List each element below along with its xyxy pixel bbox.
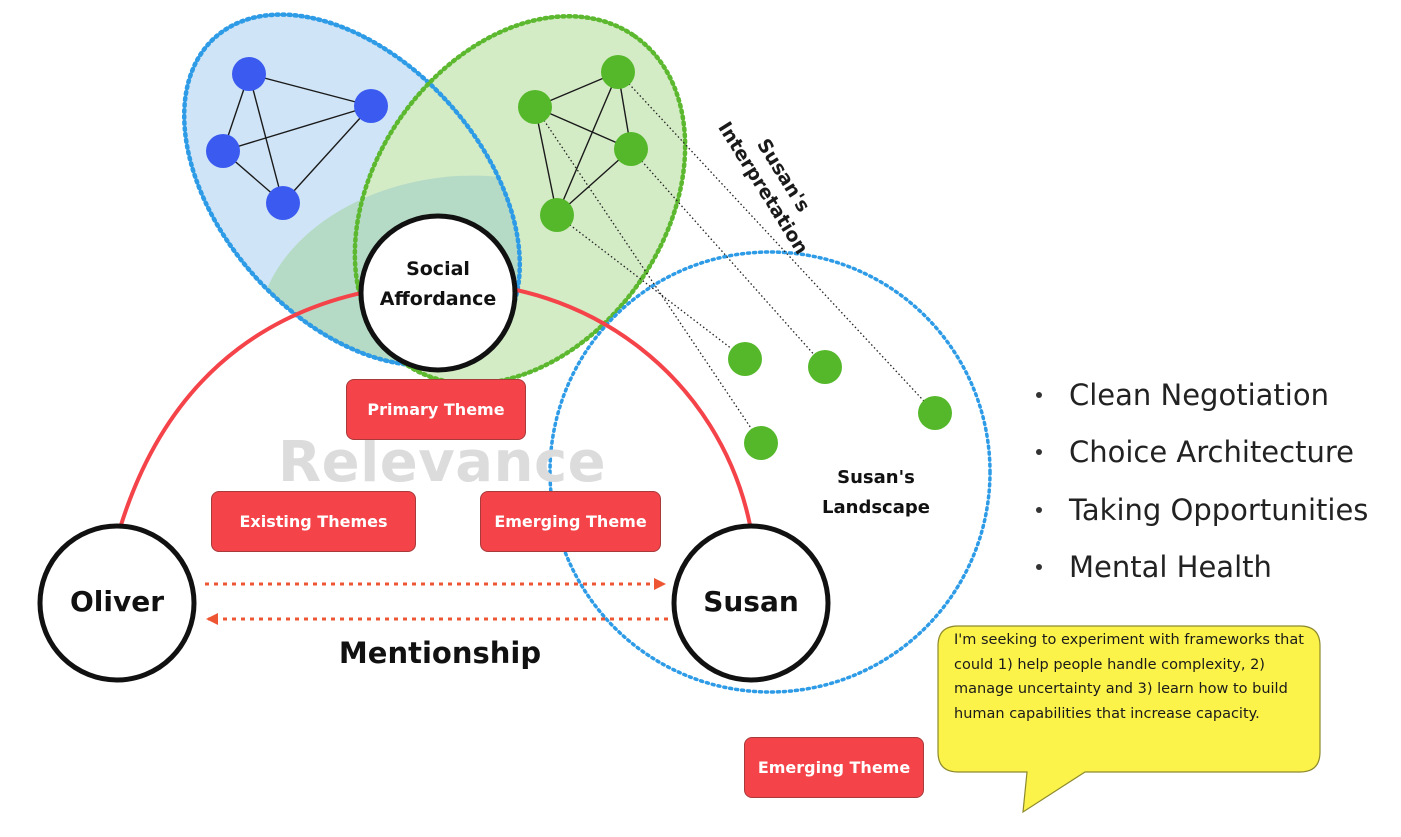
green-nodes bbox=[518, 55, 952, 460]
interpretation-lines bbox=[534, 71, 936, 444]
bullet-text: Mental Health bbox=[1069, 550, 1272, 585]
bullet-item: Taking Opportunities bbox=[1036, 481, 1368, 539]
primary-theme-tag[interactable]: Primary Theme bbox=[346, 379, 526, 440]
bullet-item: Clean Negotiation bbox=[1036, 366, 1368, 424]
note-text: I'm seeking to experiment with framework… bbox=[954, 632, 1304, 722]
emerging-theme-tag[interactable]: Emerging Theme bbox=[480, 491, 661, 552]
susan-label: Susan bbox=[703, 585, 799, 618]
bullet-item: Choice Architecture bbox=[1036, 424, 1368, 482]
relevance-label: Relevance bbox=[278, 430, 607, 495]
note-bubble bbox=[937, 625, 1321, 814]
social-affordance-line2: Affordance bbox=[379, 288, 497, 310]
green-node bbox=[918, 396, 952, 430]
blue-nodes bbox=[206, 57, 388, 220]
bullet-dot-icon bbox=[1036, 449, 1042, 456]
green-node bbox=[614, 132, 648, 166]
bullet-text: Choice Architecture bbox=[1069, 435, 1354, 470]
green-node bbox=[601, 55, 635, 89]
bullet-text: Clean Negotiation bbox=[1069, 377, 1329, 412]
oliver-label: Oliver bbox=[69, 585, 165, 618]
social-affordance-label: Social Affordance bbox=[362, 254, 514, 314]
susan-circle bbox=[671, 523, 831, 683]
bullet-dot-icon bbox=[1036, 506, 1042, 513]
oliver-circle bbox=[37, 523, 197, 683]
bullet-text: Taking Opportunities bbox=[1069, 492, 1369, 527]
mentionship-label: Mentionship bbox=[338, 636, 542, 670]
bullet-dot-icon bbox=[1036, 564, 1042, 571]
blue-node bbox=[266, 186, 300, 220]
green-node bbox=[728, 342, 762, 376]
green-node bbox=[744, 426, 778, 460]
green-node bbox=[518, 90, 552, 124]
susans-landscape-line1: Susan's bbox=[837, 467, 915, 488]
blue-node bbox=[232, 57, 266, 91]
social-affordance-circle bbox=[358, 213, 518, 373]
blue-node bbox=[354, 89, 388, 123]
existing-themes-tag[interactable]: Existing Themes bbox=[211, 491, 416, 552]
susans-landscape-circle bbox=[548, 250, 992, 694]
susans-landscape-line2: Landscape bbox=[822, 497, 930, 518]
susans-landscape-label: Susan's Landscape bbox=[800, 463, 952, 523]
green-node bbox=[808, 350, 842, 384]
emerging-theme-tag-bottom[interactable]: Emerging Theme bbox=[744, 737, 924, 798]
bullet-dot-icon bbox=[1036, 391, 1042, 398]
bullet-item: Mental Health bbox=[1036, 539, 1368, 597]
social-affordance-line1: Social bbox=[406, 258, 470, 280]
green-node bbox=[540, 198, 574, 232]
bullet-list: Clean Negotiation Choice Architecture Ta… bbox=[1036, 366, 1368, 596]
blue-node bbox=[206, 134, 240, 168]
